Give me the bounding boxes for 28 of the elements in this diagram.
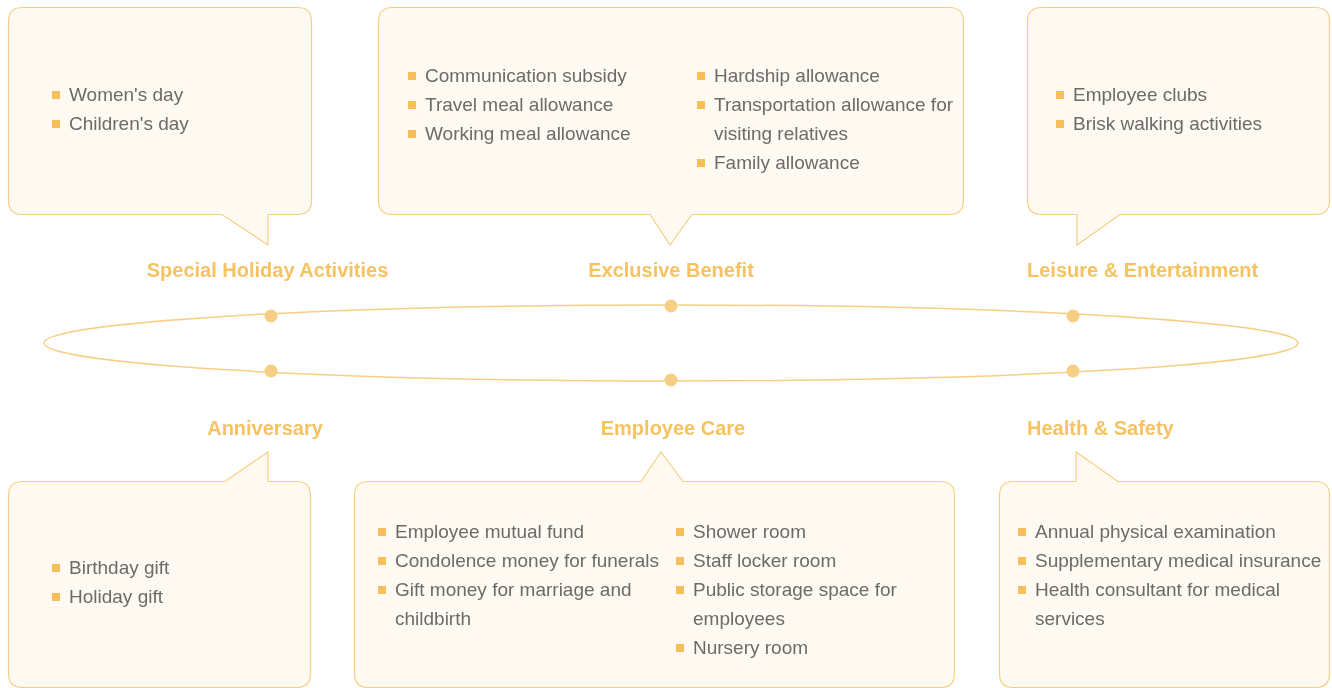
section-heading: Special Holiday Activities — [145, 258, 390, 282]
bullet-item: Employee clubs — [1056, 80, 1321, 109]
section-heading: Anniversary — [206, 416, 324, 440]
bullet-item: Annual physical examination — [1018, 517, 1323, 546]
bullet-item: Working meal allowance — [408, 119, 693, 148]
bullet-item: Supplementary medical insurance — [1018, 546, 1323, 575]
bullet-item: Brisk walking activities — [1056, 109, 1321, 138]
bullet-item: Birthday gift — [52, 553, 302, 582]
bullet-item: Communication subsidy — [408, 61, 693, 90]
bullet-item: Staff locker room — [676, 546, 951, 575]
bullet-item: Hardship allowance — [697, 61, 972, 90]
section-heading: Health & Safety — [1027, 416, 1175, 440]
bullet-item: Holiday gift — [52, 582, 302, 611]
bullet-item: Condolence money for funerals — [378, 546, 673, 575]
bullet-item: Public storage space for employees — [676, 575, 951, 633]
bullet-item: Family allowance — [697, 148, 972, 177]
section-heading: Employee Care — [599, 416, 747, 440]
bullet-item: Children's day — [52, 109, 302, 138]
bullet-item: Women's day — [52, 80, 302, 109]
section-heading: Leisure & Entertainment — [1027, 258, 1260, 282]
bullet-item: Travel meal allowance — [408, 90, 693, 119]
bullet-item: Gift money for marriage and childbirth — [378, 575, 673, 633]
bullet-item: Employee mutual fund — [378, 517, 673, 546]
bullet-item: Health consultant for medical services — [1018, 575, 1323, 633]
bullet-item: Shower room — [676, 517, 951, 546]
bullet-item: Nursery room — [676, 633, 951, 662]
bullet-item: Transportation allowance for visiting relatives — [697, 90, 972, 148]
section-heading: Exclusive Benefit — [587, 258, 755, 282]
